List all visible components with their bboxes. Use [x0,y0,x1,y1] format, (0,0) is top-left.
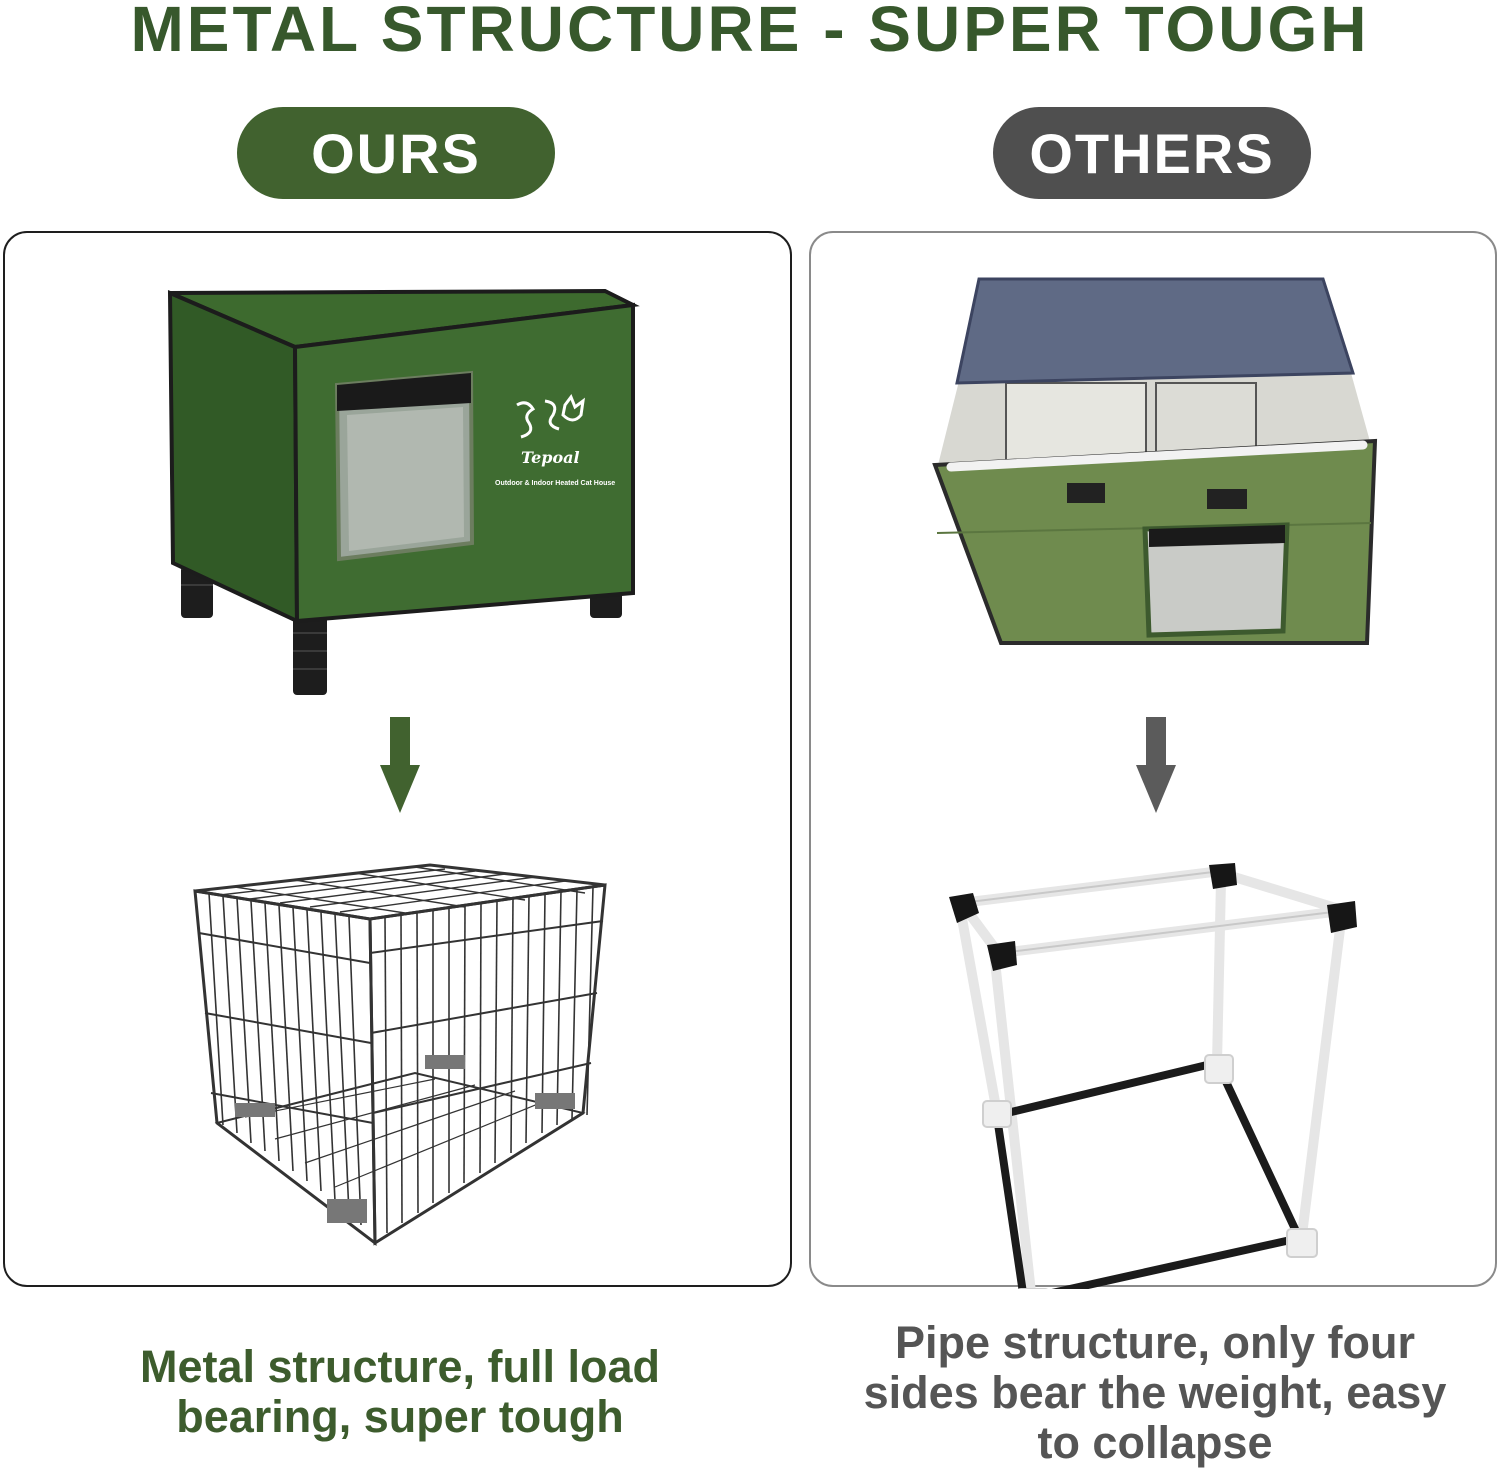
cat-house-fabric-image [932,277,1378,645]
down-arrow-icon [1136,717,1176,813]
others-illustration [932,277,1378,1289]
others-panel [809,231,1497,1289]
tepoal-logo-icon [516,393,585,439]
brand-name: Tepoal [521,448,580,467]
ours-caption-line-2: bearing, super tough [176,1391,624,1442]
page-title: METAL STRUCTURE - SUPER TOUGH [130,0,1370,65]
ours-panel: Tepoal Outdoor & Indoor Heated Cat House [3,231,792,1287]
down-arrow-icon [380,717,420,813]
pipe-frame-image [949,863,1357,1289]
others-caption-line-3: to collapse [1037,1417,1273,1468]
others-caption: Pipe structure, only four sides bear the… [815,1318,1495,1468]
others-label-badge: OTHERS [993,107,1311,199]
brand-tagline: Outdoor & Indoor Heated Cat House [495,480,615,487]
others-caption-line-2: sides bear the weight, easy [863,1367,1447,1418]
wire-cage-image [193,863,607,1247]
ours-illustration: Tepoal Outdoor & Indoor Heated Cat House [167,288,640,1247]
others-caption-line-1: Pipe structure, only four [894,1317,1416,1368]
ours-caption-line-1: Metal structure, full load [139,1341,661,1392]
cat-house-covered-image: Tepoal Outdoor & Indoor Heated Cat House [167,288,640,695]
ours-caption: Metal structure, full load bearing, supe… [60,1342,740,1442]
ours-label-badge: OURS [237,107,555,199]
